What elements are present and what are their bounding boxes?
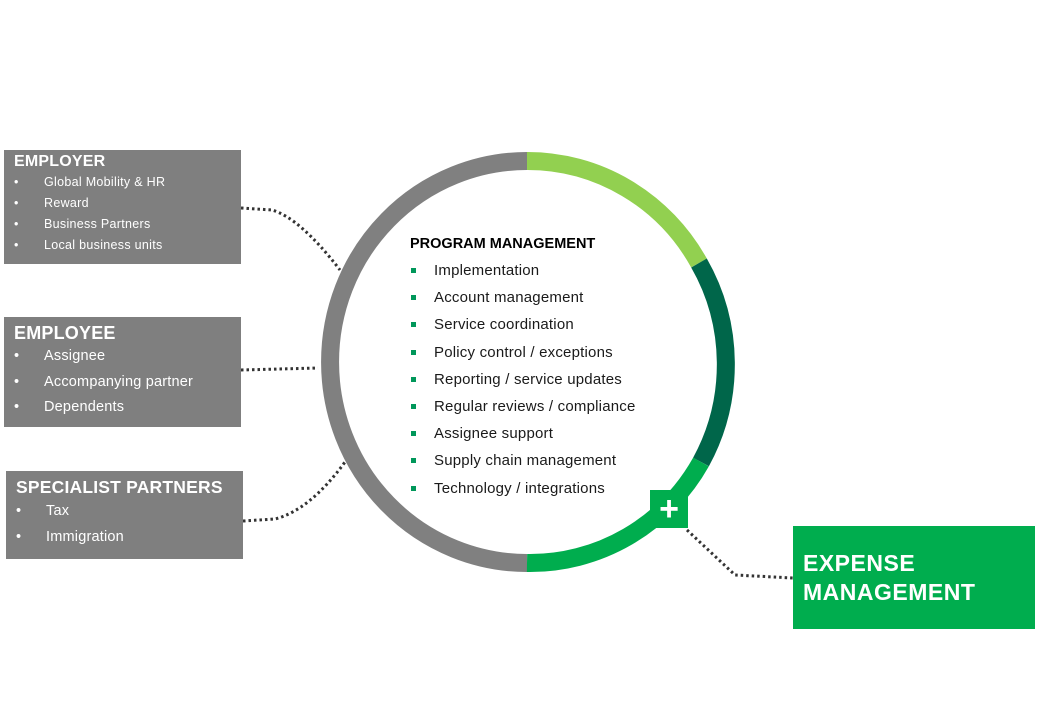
program-item: Account management — [410, 284, 700, 311]
specialist-partners-panel: SPECIALIST PARTNERS Tax Immigration — [6, 471, 243, 559]
employer-list: Global Mobility & HR Reward Business Par… — [14, 172, 231, 256]
program-item: Supply chain management — [410, 447, 700, 474]
ring-segment-light-green — [526, 151, 707, 268]
employer-connector — [240, 206, 342, 271]
specialist-connector — [242, 461, 347, 523]
program-item: Reporting / service updates — [410, 366, 700, 393]
employee-item: Dependents — [14, 395, 231, 421]
employer-item: Local business units — [14, 235, 231, 256]
program-item: Implementation — [410, 257, 700, 284]
plus-icon: + — [650, 490, 688, 528]
expense-management-line2: MANAGEMENT — [803, 579, 976, 605]
specialist-partners-item: Tax — [16, 498, 233, 524]
program-management-title: PROGRAM MANAGEMENT — [410, 236, 596, 252]
employee-panel: EMPLOYEE Assignee Accompanying partner D… — [4, 317, 241, 427]
program-item: Technology / integrations — [410, 475, 700, 502]
program-item: Service coordination — [410, 311, 700, 338]
employer-panel: EMPLOYER Global Mobility & HR Reward Bus… — [4, 150, 241, 264]
expense-management-box: EXPENSE MANAGEMENT — [793, 526, 1035, 629]
employee-item: Assignee — [14, 344, 231, 370]
employee-connector — [240, 366, 319, 372]
program-management-list: Implementation Account management Servic… — [410, 257, 700, 502]
ring-segment-gray — [321, 152, 528, 572]
employer-item: Global Mobility & HR — [14, 172, 231, 193]
program-item: Assignee support — [410, 420, 700, 447]
program-item: Policy control / exceptions — [410, 339, 700, 366]
employer-title: EMPLOYER — [14, 153, 106, 170]
ring-segment-dark-green — [691, 258, 735, 467]
specialist-partners-title: SPECIALIST PARTNERS — [16, 477, 223, 497]
employee-title: EMPLOYEE — [14, 323, 116, 343]
employer-item: Business Partners — [14, 214, 231, 235]
ring-segment-green — [526, 457, 709, 573]
employer-item: Reward — [14, 193, 231, 214]
program-management-block: PROGRAM MANAGEMENT Implementation Accoun… — [410, 233, 700, 502]
expense-management-line1: EXPENSE — [803, 550, 916, 576]
employee-item: Accompanying partner — [14, 370, 231, 396]
specialist-partners-item: Immigration — [16, 524, 233, 550]
employee-list: Assignee Accompanying partner Dependents — [14, 344, 231, 421]
specialist-partners-list: Tax Immigration — [16, 498, 233, 550]
program-item: Regular reviews / compliance — [410, 393, 700, 420]
expense-connector — [685, 528, 794, 580]
